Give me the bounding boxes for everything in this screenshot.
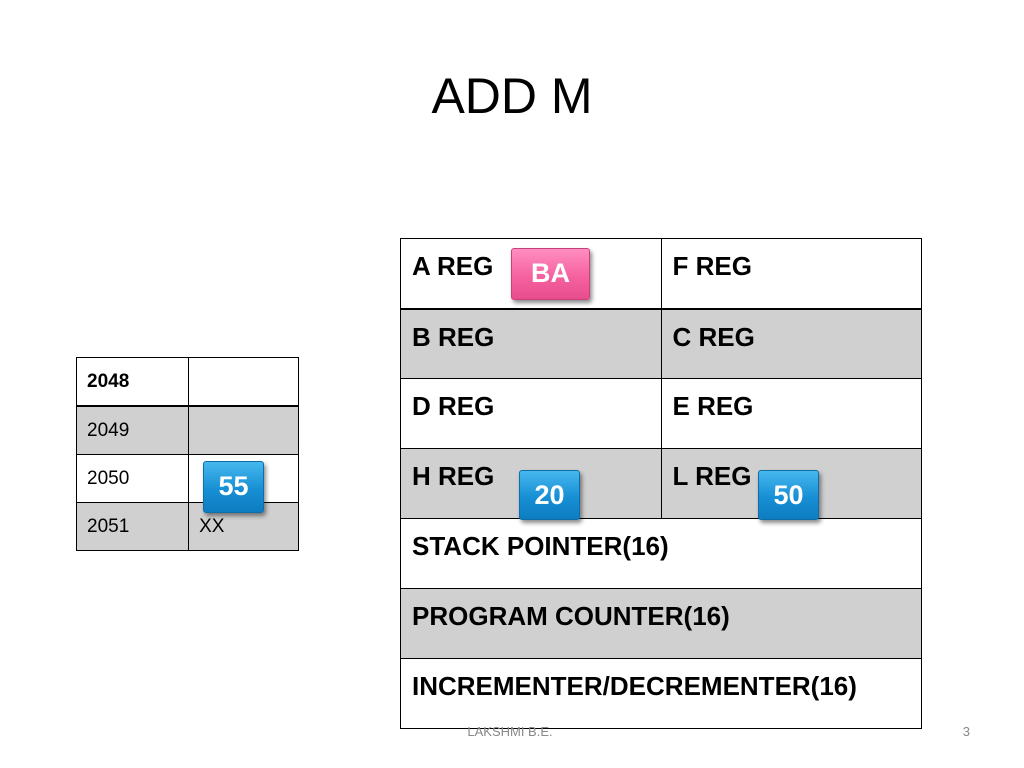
incrementer-decrementer-cell: INCREMENTER/DECREMENTER(16) [400,658,922,729]
l-register-value-badge: 50 [758,470,819,520]
memory-table: 2048 2049 2050 2051 XX [75,357,299,551]
f-register-cell: F REG [660,238,922,310]
memory-row: 2050 [75,454,299,503]
register-row: H REG L REG [400,448,922,519]
memory-row: 2048 [75,357,299,407]
program-counter-cell: PROGRAM COUNTER(16) [400,588,922,659]
register-row: B REG C REG [400,308,922,379]
h-register-value-badge: 20 [519,470,580,520]
memory-address: 2048 [75,357,190,407]
c-register-cell: C REG [660,308,922,379]
b-register-cell: B REG [400,308,662,379]
page-number: 3 [962,724,970,739]
e-register-cell: E REG [660,378,922,449]
register-row: D REG E REG [400,378,922,449]
a-register-value-badge: BA [511,248,590,300]
memory-address: 2051 [75,502,190,551]
footer-author: LAKSHMI B.E. [467,724,553,739]
register-row: STACK POINTER(16) [400,518,922,589]
register-row: A REG F REG [400,238,922,310]
memory-value [188,405,299,455]
stack-pointer-cell: STACK POINTER(16) [400,518,922,589]
d-register-cell: D REG [400,378,662,449]
register-row: PROGRAM COUNTER(16) [400,588,922,659]
register-row: INCREMENTER/DECREMENTER(16) [400,658,922,729]
slide-title: ADD M [431,68,593,124]
register-table: A REG F REG B REG C REG D REG E REG H RE… [400,238,922,729]
memory-row: 2049 [75,405,299,455]
memory-address: 2049 [75,405,190,455]
memory-row: 2051 XX [75,502,299,551]
memory-value-badge: 55 [203,461,264,513]
memory-value [188,357,299,407]
memory-address: 2050 [75,454,190,503]
